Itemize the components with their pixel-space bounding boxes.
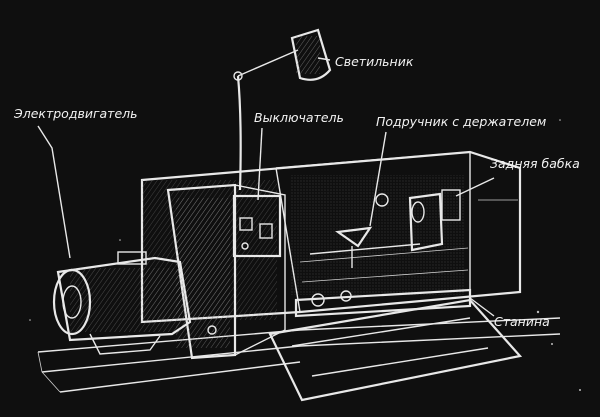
leader-lines — [37, 57, 495, 317]
hinged-lid — [268, 298, 523, 402]
label-motor: Электродвигатель — [13, 106, 138, 121]
label-lamp: Светильник — [335, 54, 414, 69]
label-bed: Станина — [494, 314, 550, 329]
bed — [294, 288, 472, 318]
label-tailstock: Задняя бабка — [490, 156, 580, 171]
tool-rest — [309, 193, 421, 268]
tailstock — [408, 189, 461, 252]
label-tool-rest: Подручник с держателем — [376, 114, 546, 129]
electric-motor — [52, 251, 192, 355]
label-switch: Выключатель — [254, 110, 344, 125]
speckles — [29, 119, 581, 391]
headstock — [166, 183, 286, 360]
switch-box — [232, 194, 282, 258]
lamp — [233, 28, 332, 191]
